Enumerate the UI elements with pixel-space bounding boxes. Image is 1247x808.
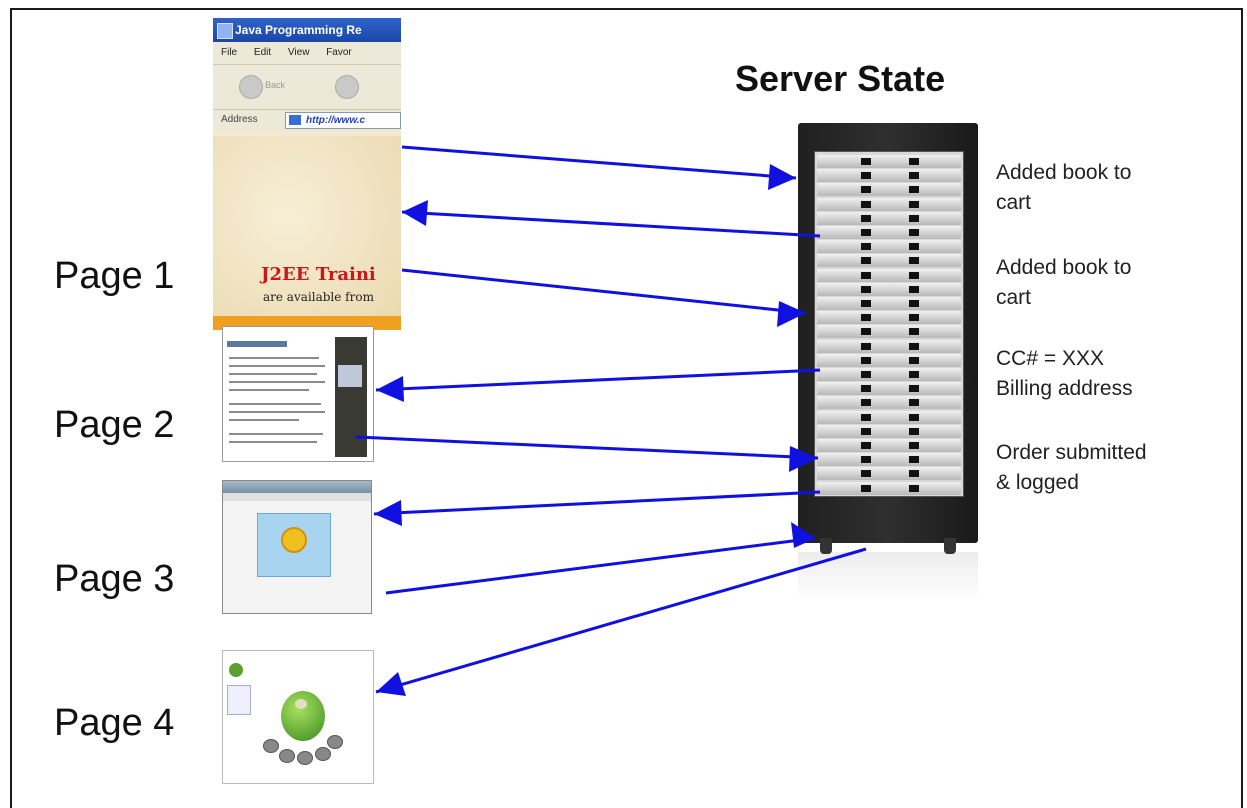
- server-unit: [817, 183, 961, 197]
- thumb-title-bar: [223, 481, 371, 493]
- pet-icon: [297, 751, 313, 765]
- server-rack-bays: [814, 151, 964, 497]
- thumb-text-line: [229, 357, 319, 359]
- server-unit: [817, 197, 961, 211]
- server-unit: [817, 410, 961, 424]
- menu-view: View: [287, 47, 310, 58]
- server-unit: [817, 453, 961, 467]
- server-unit: [817, 297, 961, 310]
- page-4-thumbnail: [222, 650, 374, 784]
- note-line: cart: [996, 191, 1032, 214]
- server-unit: [817, 481, 961, 495]
- page-4-label: Page 4: [54, 702, 175, 744]
- browser-menu-bar: File Edit View Favor: [213, 42, 401, 64]
- menu-favorites: Favor: [326, 47, 352, 58]
- server-unit: [817, 169, 961, 183]
- back-label: Back: [265, 80, 286, 90]
- server-unit: [817, 339, 961, 353]
- note-line: Billing address: [996, 377, 1133, 400]
- server-note-1: Added book to cart: [996, 158, 1196, 218]
- thumb-text-line: [229, 433, 323, 435]
- server-unit: [817, 353, 961, 367]
- thumb-toolbar: [223, 493, 371, 501]
- server-unit: [817, 424, 961, 438]
- thumb-text-line: [229, 389, 309, 391]
- note-line: Order submitted: [996, 441, 1147, 464]
- slide-frame: [10, 8, 1243, 808]
- thumb-text-line: [229, 365, 325, 367]
- note-line: & logged: [996, 471, 1079, 494]
- server-unit: [817, 254, 961, 268]
- server-reflection: [798, 552, 978, 602]
- server-note-3: CC# = XXX Billing address: [996, 344, 1196, 404]
- server-unit: [817, 467, 961, 481]
- pet-icon: [263, 739, 279, 753]
- address-label: Address: [221, 114, 258, 125]
- note-line: Added book to: [996, 161, 1132, 184]
- server-unit: [817, 311, 961, 325]
- server-foot: [820, 538, 832, 554]
- page-3-label: Page 3: [54, 558, 175, 600]
- pet-icon: [327, 735, 343, 749]
- diagram-title: Server State: [735, 58, 946, 99]
- logo-icon: [229, 663, 243, 677]
- server-unit: [817, 396, 961, 410]
- pet-icon: [279, 749, 295, 763]
- parrot-beak: [295, 699, 307, 709]
- back-arrow-icon: [239, 75, 263, 99]
- server-unit: [817, 155, 961, 168]
- thumb-text-line: [229, 441, 317, 443]
- server-unit: [817, 240, 961, 254]
- thumb-text-line: [229, 411, 325, 413]
- server-unit: [817, 368, 961, 381]
- browser-title-bar: Java Programming Re: [213, 18, 401, 42]
- server-unit: [817, 382, 961, 396]
- address-url: http://www.c: [285, 112, 401, 129]
- page-3-thumbnail: [222, 480, 372, 614]
- server-unit: [817, 211, 961, 225]
- server-note-4: Order submitted & logged: [996, 438, 1196, 498]
- server-unit: [817, 268, 961, 282]
- server-note-2: Added book to cart: [996, 253, 1196, 313]
- banner-subtext: are available from: [263, 290, 374, 304]
- server-rack: [798, 123, 978, 554]
- note-line: Added book to: [996, 256, 1132, 279]
- note-line: CC# = XXX: [996, 347, 1104, 370]
- note-line: cart: [996, 286, 1032, 309]
- thumb-text-line: [229, 373, 317, 375]
- page-2-thumbnail: [222, 326, 374, 462]
- server-unit: [817, 439, 961, 452]
- sun-icon: [281, 527, 307, 553]
- browser-icon: [217, 23, 233, 39]
- browser-toolbar: Back: [213, 64, 401, 109]
- thumb-text-line: [229, 381, 325, 383]
- server-foot: [944, 538, 956, 554]
- server-unit: [817, 226, 961, 239]
- page-1-label: Page 1: [54, 255, 175, 297]
- browser-title: Java Programming Re: [235, 23, 362, 37]
- page-1-thumbnail: Java Programming Re File Edit View Favor…: [213, 18, 401, 330]
- menu-edit: Edit: [253, 47, 272, 58]
- forward-arrow-icon: [335, 75, 359, 99]
- page-2-label: Page 2: [54, 404, 175, 446]
- browser-content: J2EE Traini are available from: [213, 136, 401, 330]
- thumb-text-line: [229, 419, 299, 421]
- thumb-text-line: [229, 403, 321, 405]
- server-unit: [817, 325, 961, 339]
- thumb-nav-box: [227, 685, 251, 715]
- banner-heading: J2EE Traini: [261, 264, 376, 285]
- thumb-sidebar: [335, 337, 367, 457]
- pet-icon: [315, 747, 331, 761]
- thumb-header: [227, 341, 287, 347]
- menu-file: File: [221, 47, 238, 58]
- server-unit: [817, 282, 961, 296]
- address-bar: Address http://www.c: [213, 109, 401, 130]
